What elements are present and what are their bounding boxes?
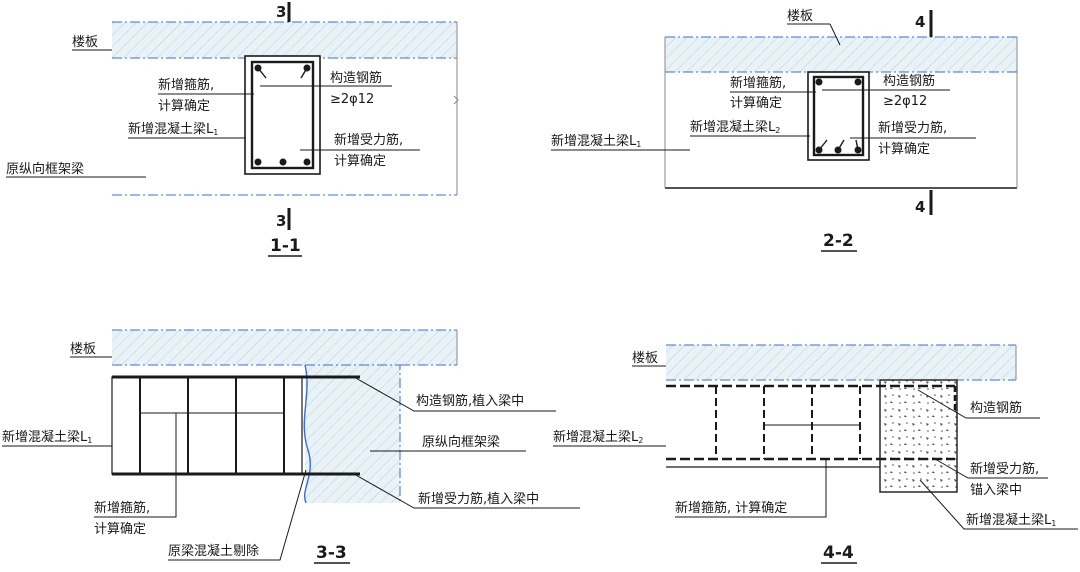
rebar-dot <box>254 158 262 166</box>
section-2-2: 4 4 楼板 新增箍筋, 计算确定 构造钢筋 ≥2φ12 新增混凝土梁L2 新增… <box>551 9 1018 252</box>
label-slab: 楼板 <box>787 9 813 24</box>
cut-label-top: 4 <box>915 13 925 31</box>
label-stirrup-1: 新增箍筋, <box>730 75 786 91</box>
hook <box>257 67 308 79</box>
hook <box>818 139 859 151</box>
label-construct-1: 构造钢筋 <box>330 70 382 86</box>
label-stirrup-2: 计算确定 <box>94 522 146 537</box>
rebar-dot <box>303 158 311 166</box>
slab-hatch <box>666 345 1016 380</box>
label-new-beam: 新增混凝土梁L1 <box>128 121 218 137</box>
label-stirrup: 新增箍筋, 计算确定 <box>675 500 787 516</box>
label-main-bar-1: 新增受力筋, <box>334 132 403 148</box>
label-main-bar-1: 新增受力筋, <box>970 461 1039 477</box>
label-main-bar-2: 计算确定 <box>878 142 930 157</box>
section-1-1: 3 3 楼板 新增箍筋, 计算确定 构造钢筋 ≥2φ12 新增混凝土梁L1 新增… <box>6 2 459 257</box>
stirrup <box>250 60 315 170</box>
section-caption-3-3: 3-3 <box>316 543 347 563</box>
section-4-4: 楼板 构造钢筋 新增混凝土梁L2 新增受力筋, 锚入梁中 新增箍筋, 计算确定 … <box>553 344 1078 564</box>
leader <box>94 413 177 518</box>
rebar-dot <box>279 158 287 166</box>
label-new-beam: 新增混凝土梁L1 <box>2 429 92 445</box>
rebar-dot <box>854 78 862 86</box>
section-caption-1-1: 1-1 <box>270 236 301 256</box>
label-main-bar-1: 新增受力筋, <box>878 120 947 136</box>
leader <box>353 473 580 509</box>
label-new-beam: 新增混凝土梁L2 <box>690 119 780 135</box>
removed-face <box>303 364 311 504</box>
label-main-bar-2: 计算确定 <box>334 154 386 169</box>
label-construct-2: ≥2φ12 <box>883 94 927 109</box>
label-stirrup-2: 计算确定 <box>730 96 782 111</box>
stirrup <box>812 75 865 157</box>
label-new-beam-right: 新增混凝土梁L1 <box>966 512 1056 528</box>
new-beam-outline <box>244 55 321 175</box>
section-caption-2-2: 2-2 <box>823 231 854 251</box>
label-construct: 构造钢筋 <box>970 400 1022 416</box>
label-left-beam: 新增混凝土梁L1 <box>551 133 641 149</box>
label-construct-2: ≥2φ12 <box>330 92 374 107</box>
existing-beam-section <box>879 379 958 493</box>
slab-hatch <box>112 330 457 365</box>
label-orig-beam: 原纵向框架梁 <box>6 161 84 177</box>
cut-label-bottom: 4 <box>915 198 925 216</box>
cut-label-top: 3 <box>276 3 286 21</box>
slab-hatch <box>665 37 1017 72</box>
leader <box>829 23 841 46</box>
label-construct-1: 构造钢筋 <box>883 73 935 89</box>
label-orig-beam: 原纵向框架梁 <box>422 434 500 450</box>
label-new-beam-left: 新增混凝土梁L2 <box>553 429 643 445</box>
slab-hatch <box>112 22 457 58</box>
break-mark <box>453 95 459 105</box>
label-stirrup-1: 新增箍筋, <box>158 77 214 93</box>
leader <box>919 479 1078 530</box>
label-slab: 楼板 <box>632 351 658 366</box>
leader <box>917 389 1040 419</box>
rebar-dot <box>815 78 823 86</box>
leader <box>353 376 556 412</box>
new-beam-outline <box>807 71 870 161</box>
label-slab: 楼板 <box>72 35 98 50</box>
section-caption-4-4: 4-4 <box>823 543 854 563</box>
section-3-3: 楼板 新增混凝土梁L1 构造钢筋,植入梁中 原纵向框架梁 新增受力筋,植入梁中 … <box>2 329 580 564</box>
label-removed: 原梁混凝土剔除 <box>168 543 259 559</box>
label-stirrup-1: 新增箍筋, <box>94 500 150 516</box>
leader <box>168 469 307 561</box>
cut-label-bottom: 3 <box>276 212 286 230</box>
label-main-bar-2: 锚入梁中 <box>970 483 1022 498</box>
label-main-bar: 新增受力筋,植入梁中 <box>418 491 539 507</box>
label-construct: 构造钢筋,植入梁中 <box>416 393 524 409</box>
leader <box>675 460 827 518</box>
orig-beam-hatch <box>305 365 400 503</box>
label-stirrup-2: 计算确定 <box>158 99 210 114</box>
label-slab: 楼板 <box>70 342 96 357</box>
leader <box>934 458 1048 479</box>
